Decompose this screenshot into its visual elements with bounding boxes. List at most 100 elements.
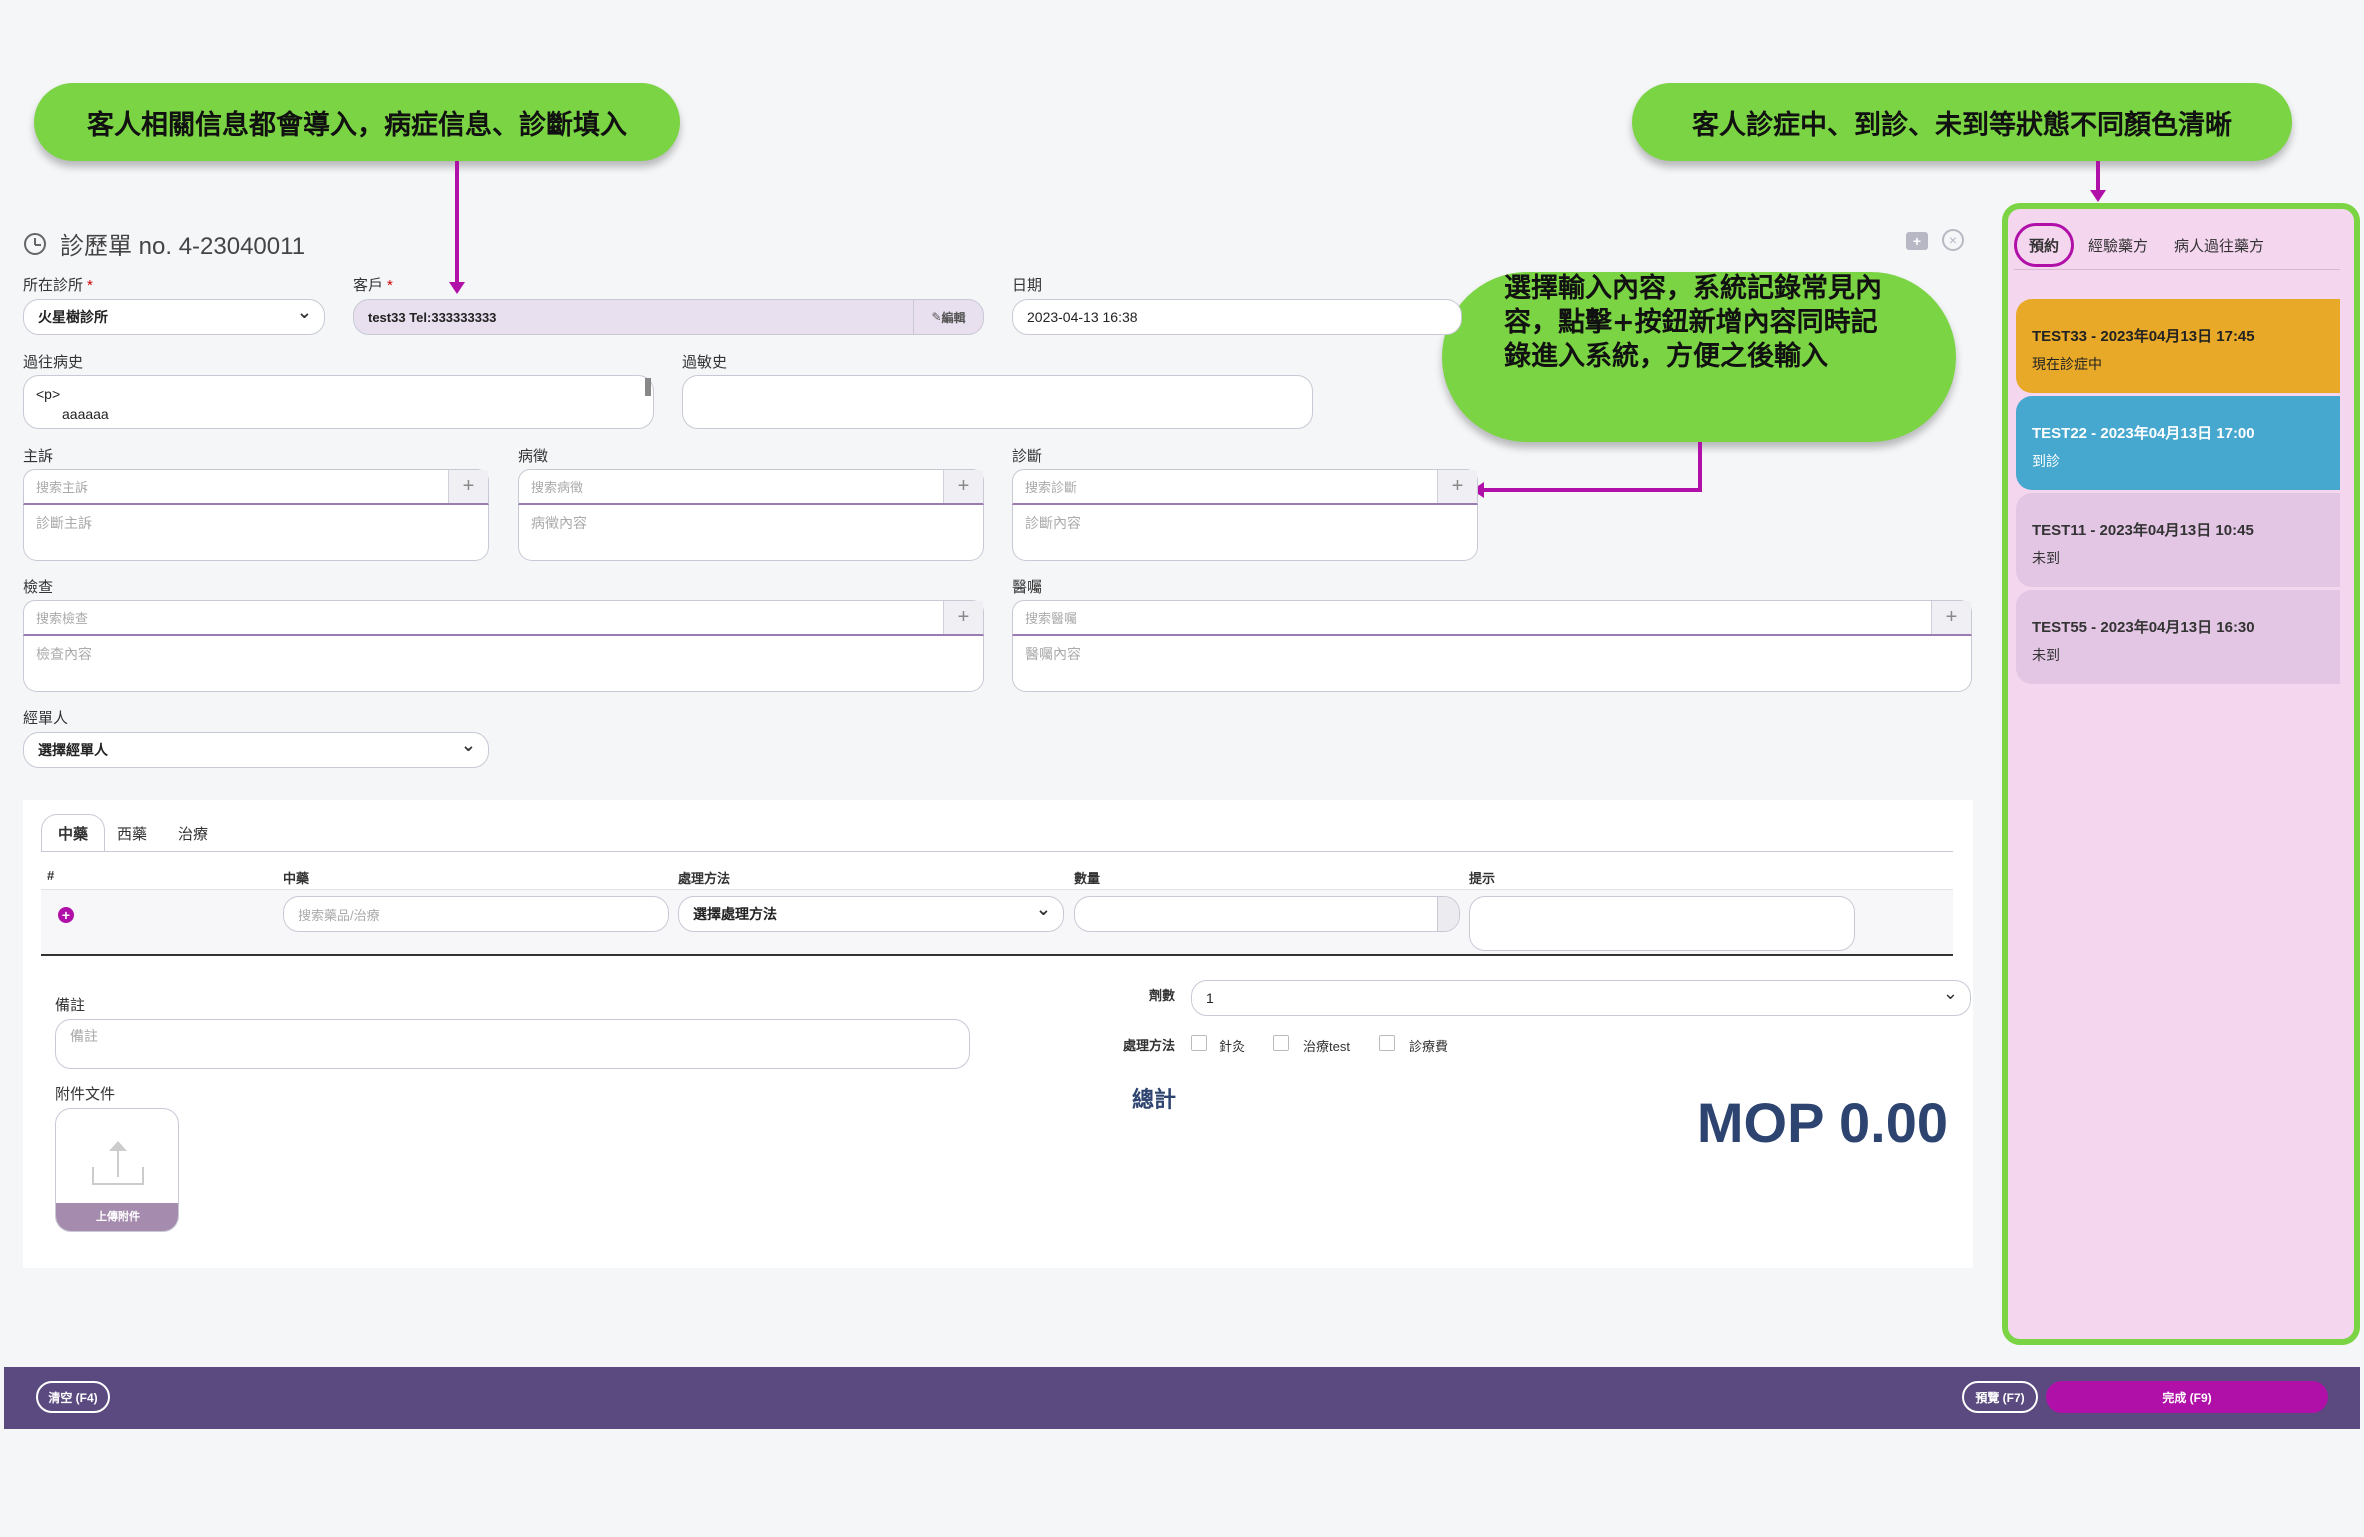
exam-label: 檢查 xyxy=(23,579,54,596)
date-label: 日期 xyxy=(1012,277,1043,294)
exam-textarea[interactable]: 檢查內容 xyxy=(23,636,984,692)
exam-search[interactable]: 搜索檢查+ xyxy=(23,600,984,636)
diagnosis-search[interactable]: 搜索診斷+ xyxy=(1012,469,1478,505)
advice-label: 醫囑 xyxy=(1012,579,1043,596)
tab-experience-prescription[interactable]: 經驗藥方 xyxy=(2088,238,2149,255)
complaint-search[interactable]: 搜索主訴+ xyxy=(23,469,489,505)
client-field[interactable]: test33 Tel:333333333 ✎ 編輯 xyxy=(353,299,984,335)
history-text: <p> xyxy=(36,386,61,402)
appointment-title: TEST11 - 2023年04月13日 10:45 xyxy=(2032,522,2254,539)
total-value: MOP 0.00 xyxy=(1696,1091,1948,1154)
appointment-title: TEST33 - 2023年04月13日 17:45 xyxy=(2032,328,2255,345)
method-select[interactable]: 選擇處理方法 xyxy=(678,896,1064,932)
appointment-status: 未到 xyxy=(2032,647,2060,663)
symptom-label: 病徵 xyxy=(518,448,549,465)
upload-button[interactable]: 上傳附件 xyxy=(55,1108,179,1232)
arrow-head xyxy=(449,282,465,294)
edit-button[interactable]: ✎ 編輯 xyxy=(913,300,983,334)
complaint-label: 主訴 xyxy=(23,448,54,465)
table-bottom-divider xyxy=(41,954,1953,956)
checkbox-label: 治療test xyxy=(1303,1039,1350,1054)
doses-label: 劑數 xyxy=(1149,988,1176,1003)
add-diagnosis-button[interactable]: + xyxy=(1437,470,1477,503)
handler-select[interactable]: 選擇經單人 xyxy=(23,732,489,768)
callout-arrow xyxy=(2096,161,2100,193)
medicine-search-input[interactable]: 搜索藥品/治療 xyxy=(283,896,669,932)
add-exam-button[interactable]: + xyxy=(943,601,983,634)
appointment-card[interactable]: TEST55 - 2023年04月13日 16:30 未到 xyxy=(2016,590,2340,684)
quantity-input[interactable] xyxy=(1074,896,1460,932)
attachment-label: 附件文件 xyxy=(55,1086,116,1103)
allergy-textarea[interactable] xyxy=(682,375,1313,429)
callout-arrow xyxy=(1698,442,1702,492)
appointment-title: TEST22 - 2023年04月13日 17:00 xyxy=(2032,425,2255,442)
scrollbar[interactable] xyxy=(645,378,651,396)
callout-auto-record: 選擇輸入內容，系統記錄常見內 容，點擊+按鈕新增內容同時記 錄進入系統，方便之後… xyxy=(1442,272,1956,442)
method-label: 處理方法 xyxy=(1123,1038,1176,1053)
column-hint: 提示 xyxy=(1469,871,1496,886)
hint-textarea[interactable] xyxy=(1469,896,1855,951)
appointment-status: 到診 xyxy=(2032,453,2060,469)
add-symptom-button[interactable]: + xyxy=(943,470,983,503)
appointment-status: 未到 xyxy=(2032,550,2060,566)
callout-line: 容，點擊+按鈕新增內容同時記 xyxy=(1504,307,1878,338)
history-text: aaaaaa xyxy=(62,406,109,422)
clock-icon xyxy=(24,232,46,255)
advice-search[interactable]: 搜索醫囑+ xyxy=(1012,600,1972,636)
callout-line: 選擇輸入內容，系統記錄常見內 xyxy=(1504,273,1882,304)
quantity-addon xyxy=(1437,897,1459,931)
doses-select[interactable]: 1 xyxy=(1191,980,1971,1016)
checkbox-label: 針灸 xyxy=(1219,1039,1246,1054)
diagnosis-textarea[interactable]: 診斷內容 xyxy=(1012,505,1478,561)
complaint-textarea[interactable]: 診斷主訴 xyxy=(23,505,489,561)
callout-line: 錄進入系統，方便之後輸入 xyxy=(1504,341,1828,372)
callout-import-info: 客人相關信息都會導入，病症信息、診斷填入 xyxy=(34,83,680,161)
add-row-icon[interactable]: + xyxy=(58,907,74,923)
medical-kit-icon[interactable]: + xyxy=(1906,232,1928,250)
total-label: 總計 xyxy=(1132,1087,1177,1112)
notes-textarea[interactable]: 備註 xyxy=(55,1019,970,1069)
preview-button[interactable]: 預覽 (F7) xyxy=(1962,1381,2038,1413)
add-complaint-button[interactable]: + xyxy=(448,470,488,503)
add-advice-button[interactable]: + xyxy=(1931,601,1971,634)
done-button[interactable]: 完成 (F9) xyxy=(2046,1381,2328,1413)
checkbox-consult-fee[interactable] xyxy=(1379,1035,1395,1051)
tab-western-medicine[interactable]: 西藥 xyxy=(117,826,148,843)
tab-past-prescriptions[interactable]: 病人過往藥方 xyxy=(2174,238,2265,255)
tab-appointment[interactable]: 預約 xyxy=(2014,223,2074,267)
callout-arrow xyxy=(455,161,459,289)
clinic-select[interactable]: 火星樹診所 xyxy=(23,299,325,335)
tab-treatment[interactable]: 治療 xyxy=(178,826,209,843)
close-icon[interactable]: × xyxy=(1942,229,1964,251)
footer-bar: 清空 (F4) 預覽 (F7) 完成 (F9) xyxy=(4,1367,2360,1429)
appointment-card[interactable]: TEST11 - 2023年04月13日 10:45 未到 xyxy=(2016,493,2340,587)
history-textarea[interactable]: <p> aaaaaa xyxy=(23,375,654,429)
column-index: # xyxy=(47,868,55,883)
appointment-card[interactable]: TEST22 - 2023年04月13日 17:00 到診 xyxy=(2016,396,2340,490)
clear-button[interactable]: 清空 (F4) xyxy=(36,1381,110,1413)
prescription-panel: 中藥 西藥 治療 # 中藥 處理方法 數量 提示 + 搜索藥品/治療 選擇處理方… xyxy=(23,800,1973,1268)
appointment-status: 現在診症中 xyxy=(2032,356,2102,372)
page-title: 診歷單 no. 4-23040011 xyxy=(24,226,305,261)
tab-divider xyxy=(41,851,1953,852)
page-title-text: 診歷單 no. 4-23040011 xyxy=(60,233,306,260)
upload-label: 上傳附件 xyxy=(56,1203,178,1231)
arrow-head xyxy=(2090,190,2106,202)
column-medicine: 中藥 xyxy=(283,871,310,886)
appointment-sidebar: 預約 經驗藥方 病人過往藥方 TEST33 - 2023年04月13日 17:4… xyxy=(2002,203,2360,1345)
symptom-search[interactable]: 搜索病徵+ xyxy=(518,469,984,505)
symptom-textarea[interactable]: 病徵內容 xyxy=(518,505,984,561)
upload-icon xyxy=(92,1141,144,1185)
date-field[interactable]: 2023-04-13 16:38 xyxy=(1012,299,1462,335)
notes-label: 備註 xyxy=(55,997,86,1014)
column-method: 處理方法 xyxy=(678,871,731,886)
tab-chinese-medicine[interactable]: 中藥 xyxy=(41,814,106,852)
header-divider xyxy=(41,889,1953,890)
checkbox-acupuncture[interactable] xyxy=(1191,1035,1207,1051)
checkbox-label: 診療費 xyxy=(1409,1039,1449,1054)
callout-status-colors: 客人診症中、到診、未到等狀態不同顏色清晰 xyxy=(1632,83,2292,161)
appointment-title: TEST55 - 2023年04月13日 16:30 xyxy=(2032,619,2255,636)
checkbox-treatment-test[interactable] xyxy=(1273,1035,1289,1051)
advice-textarea[interactable]: 醫囑內容 xyxy=(1012,636,1972,692)
appointment-card[interactable]: TEST33 - 2023年04月13日 17:45 現在診症中 xyxy=(2016,299,2340,393)
